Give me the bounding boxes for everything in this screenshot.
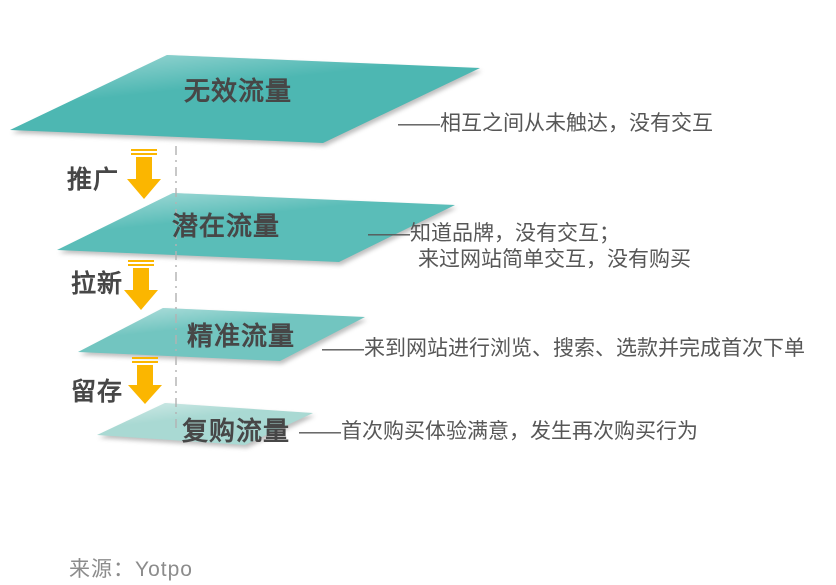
stage-label-retention: 留存 [71,378,124,406]
annotation-line: 来过网站简单交互，没有购买 [418,248,691,271]
layer-label-invalid-traffic: 无效流量 [184,76,293,106]
layer-annotation: ——来到网站进行浏览、搜索、选款并完成首次下单 [322,337,805,360]
layer-4-shape [97,403,313,445]
layer-label-potential-traffic: 潜在流量 [172,211,281,241]
layer-label-precise-traffic: 精准流量 [187,321,296,351]
layer-1-shape [10,55,480,143]
down-arrow-icon [128,357,162,404]
down-arrow-icon [124,260,158,310]
layer-label-repurchase-traffic: 复购流量 [182,416,291,446]
down-arrow-icon [127,149,161,199]
layer-annotation: ——相互之间从未触达，没有交互 [398,112,713,135]
layer-2-shape [57,193,455,262]
stage-label-promotion: 推广 [67,166,120,194]
layer-3-shape [78,308,365,361]
stage-label-acquisition: 拉新 [71,270,124,298]
layer-annotation: ——知道品牌，没有交互； 来过网站简单交互，没有购买 [368,221,691,273]
annotation-line: ——知道品牌，没有交互； [368,222,620,245]
source-caption: 来源：Yotpo [69,558,193,581]
layer-annotation: ——首次购买体验满意，发生再次购买行为 [299,420,698,443]
